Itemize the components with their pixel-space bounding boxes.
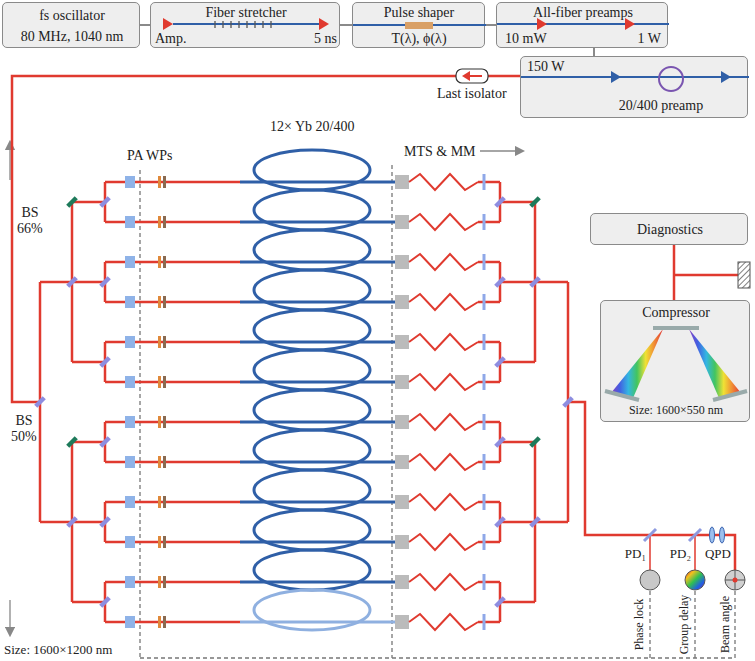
photodiode: PD₂ — [661, 546, 707, 592]
bracket-arrows — [10, 145, 520, 632]
beam-dump — [738, 262, 750, 288]
connector — [485, 24, 496, 26]
node-title: Compressor — [642, 304, 710, 321]
node-detail: 5 ns — [314, 30, 337, 47]
node-detail: 80 MHz, 1040 nm — [21, 28, 124, 45]
part-label: 66% — [17, 220, 43, 237]
connector — [140, 24, 150, 26]
pickoff-mirrors — [644, 529, 701, 541]
node-title: Diagnostics — [637, 221, 703, 238]
part-label: BS — [22, 204, 39, 221]
part-label: Size: 1600×1200 nm — [4, 642, 112, 658]
preamp-box: All-fiber preamps 10 mW 1 W — [496, 2, 668, 48]
connector — [593, 48, 595, 56]
output-beam — [568, 402, 735, 570]
amplifier-channels — [34, 150, 574, 630]
node-detail: Size: 1600×550 nm — [629, 403, 723, 418]
connector — [340, 24, 352, 26]
isolator — [456, 69, 488, 83]
part-label: MTS & MM — [404, 143, 476, 160]
connector — [673, 245, 676, 300]
preamp-box: 150 W 20/400 preamp — [520, 56, 748, 118]
compressor-box: CompressorSize: 1600×550 nm — [600, 300, 750, 422]
node-detail: 1 W — [638, 30, 661, 47]
node-detail: Amp. — [155, 30, 187, 47]
source-box: fs oscillator 80 MHz, 1040 nm — [2, 2, 140, 48]
node-title: 150 W — [527, 58, 564, 75]
node-title: All-fiber preamps — [533, 4, 633, 21]
node-detail: 20/400 preamp — [619, 97, 703, 114]
part-label: 12× Yb 20/400 — [270, 118, 354, 135]
node-title: fs oscillator — [39, 7, 105, 24]
node-title: QPD — [705, 546, 731, 562]
signal-label: Phase lock — [632, 598, 647, 650]
shaper-box: Pulse shaperT(λ), ϕ(λ) — [352, 2, 485, 48]
part-label: PA WPs — [127, 147, 173, 164]
signal-label: Group delay — [677, 594, 692, 654]
node-detail: 10 mW — [505, 30, 547, 47]
node-detail: T(λ), ϕ(λ) — [391, 30, 446, 47]
part-label: 50% — [11, 428, 37, 445]
part-label: Last isolator — [437, 85, 507, 102]
lenses — [710, 527, 725, 543]
input-beam — [12, 76, 520, 402]
diagnostic-beam — [674, 274, 738, 277]
node-title: Fiber stretcher — [205, 4, 286, 21]
node-title: PD₁ — [625, 546, 646, 562]
stretcher-box: Fiber stretcherAmp. 5 ns — [150, 2, 340, 48]
node-title: Pulse shaper — [384, 4, 454, 21]
photodiode: PD₁ — [616, 546, 662, 592]
signal-label: Beam angle — [717, 596, 732, 653]
diagnostics-box: Diagnostics — [590, 213, 748, 245]
part-label: BS — [16, 412, 33, 429]
node-title: PD₂ — [670, 546, 691, 562]
quadrant-detector: QPD — [701, 546, 747, 592]
